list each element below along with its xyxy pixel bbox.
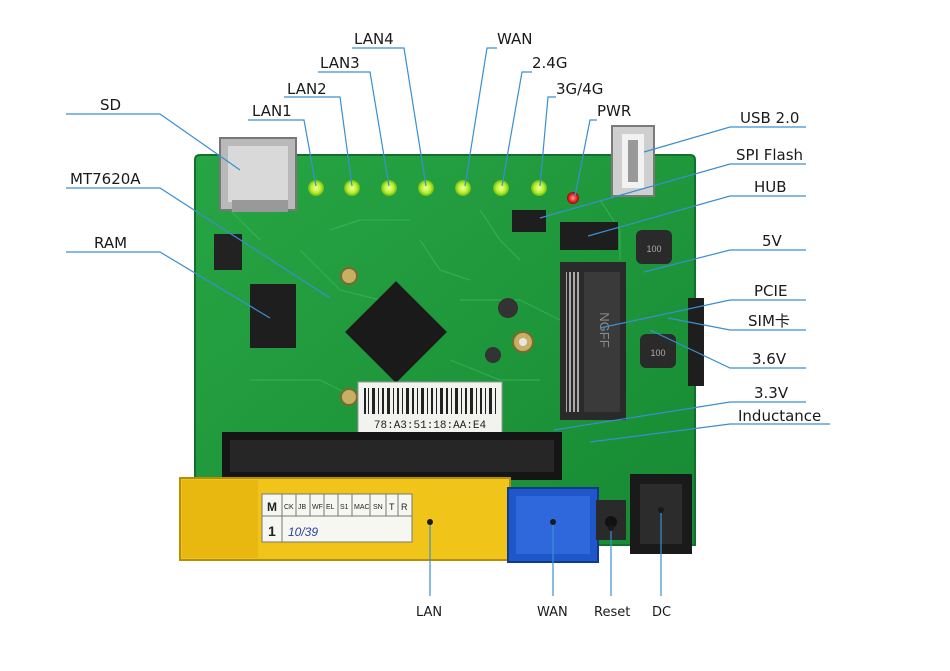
label-2-4g: 2.4G	[532, 54, 568, 72]
svg-text:100: 100	[650, 348, 665, 358]
label-reset: Reset	[594, 605, 631, 620]
label-3-6v: 3.6V	[752, 350, 787, 368]
sticker-h1: CK	[284, 504, 294, 511]
mac-sticker: 78:A3:51:18:AA:E4	[357, 381, 503, 435]
sticker-h9: R	[401, 502, 408, 512]
inductors: 100 100	[485, 230, 676, 368]
label-3g-4g: 3G/4G	[556, 80, 604, 98]
label-dc: DC	[652, 605, 672, 620]
spi-flash-chip	[512, 210, 546, 232]
sticker-h6: MAC	[354, 504, 370, 511]
mac-address: 78:A3:51:18:AA:E4	[374, 420, 487, 432]
ethernet-connector-body	[222, 432, 562, 480]
label-lan2: LAN2	[287, 80, 327, 98]
led-3g-4g	[531, 180, 547, 196]
label-inductance: Inductance	[738, 407, 822, 425]
sticker-row: 1	[268, 523, 276, 539]
qc-sticker: M CK JB WF EL S1 MAC SN T R 1 10/39	[261, 493, 413, 543]
regulator	[214, 234, 242, 270]
label-3-3v: 3.3V	[754, 384, 789, 402]
sim-slot	[688, 298, 704, 386]
sticker-h4: EL	[326, 504, 335, 511]
label-mt7620a: MT7620A	[70, 170, 141, 188]
status-leds	[308, 180, 579, 204]
sticker-h3: WF	[312, 504, 323, 511]
led-2-4g	[493, 180, 509, 196]
led-lan4	[418, 180, 434, 196]
label-lan1: LAN1	[252, 102, 292, 120]
label-lan4: LAN4	[354, 30, 394, 48]
leader-lines	[66, 47, 830, 596]
label-spi-flash: SPI Flash	[736, 146, 804, 164]
led-lan2	[344, 180, 360, 196]
sticker-h2: JB	[298, 504, 307, 511]
label-wan-led: WAN	[497, 30, 533, 48]
sticker-h7: SN	[373, 504, 383, 511]
label-ram: RAM	[94, 234, 128, 252]
sticker-h5: S1	[340, 504, 349, 511]
sticker-date: 10/39	[288, 525, 318, 539]
svg-text:100: 100	[646, 244, 661, 254]
label-usb: USB 2.0	[740, 109, 800, 127]
label-5v: 5V	[762, 232, 782, 250]
pcie-slot: NGFF	[560, 262, 626, 420]
label-sd: SD	[100, 96, 122, 114]
label-pwr: PWR	[597, 102, 632, 120]
mt7620a-soc	[345, 281, 447, 383]
sticker-h8: T	[389, 502, 395, 512]
label-lan3: LAN3	[320, 54, 360, 72]
label-sim: SIM卡	[748, 312, 790, 330]
sd-card-slot	[219, 137, 297, 212]
label-pcie: PCIE	[754, 282, 788, 300]
pcie-mark: NGFF	[597, 312, 612, 347]
label-lan-port: LAN	[416, 605, 443, 620]
led-wan	[455, 180, 471, 196]
led-pwr	[567, 192, 579, 204]
led-lan3	[381, 180, 397, 196]
led-lan1	[308, 180, 324, 196]
label-wan-port: WAN	[537, 605, 568, 620]
label-hub: HUB	[754, 178, 787, 196]
sticker-h0: M	[267, 500, 277, 514]
lan-port-block: M CK JB WF EL S1 MAC SN T R 1 10/39	[179, 477, 511, 561]
usb-port	[611, 125, 655, 197]
ram-chip	[250, 284, 296, 348]
